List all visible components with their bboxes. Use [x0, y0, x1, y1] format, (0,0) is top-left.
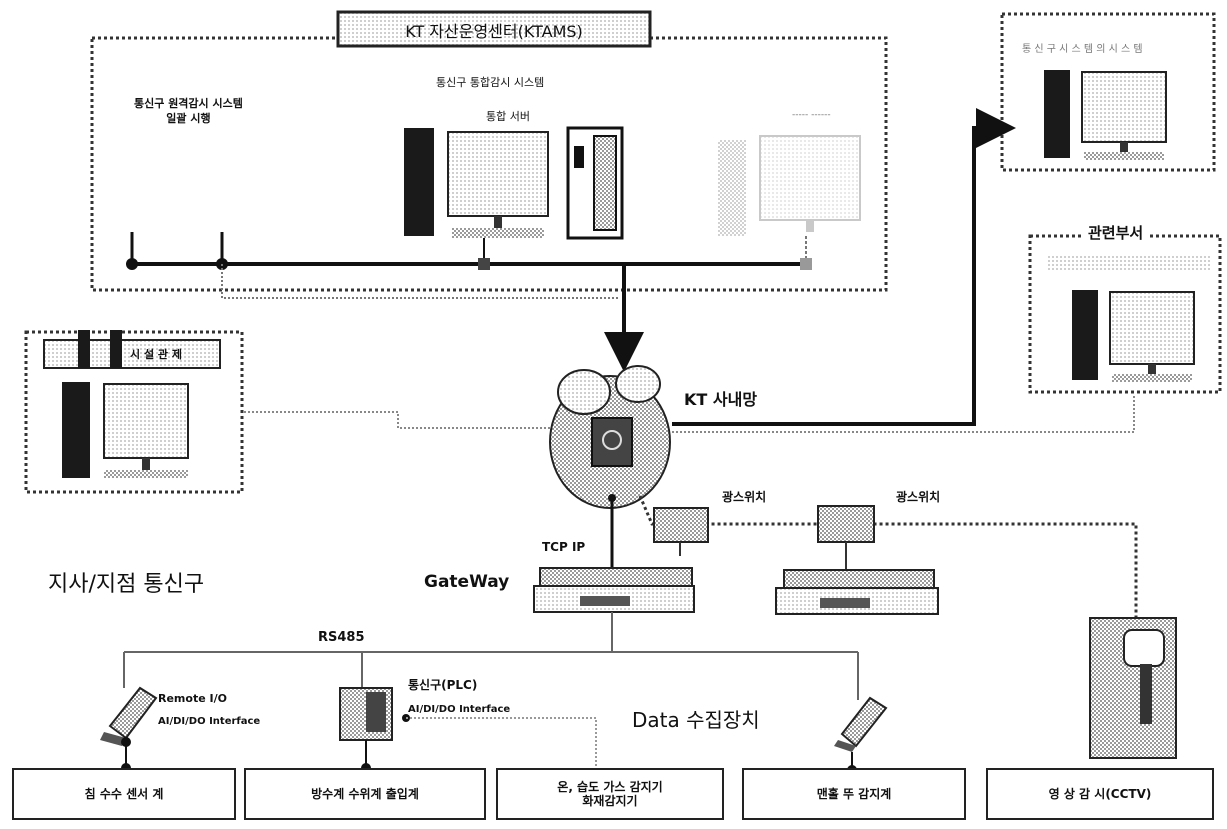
gateway-label: GateWay: [424, 572, 509, 592]
region-label: 지사/지점 통신구: [48, 566, 204, 598]
optical-switch-left: [654, 508, 708, 542]
tcp-label: TCP IP: [542, 540, 585, 554]
pc-icon-left-monitor: [62, 382, 188, 478]
top-group-title: KT 자산운영센터(KTAMS): [346, 18, 642, 42]
right-sub: ----- ------: [792, 110, 831, 120]
plc-title: 통신구(PLC): [408, 676, 477, 693]
gateway-device: [534, 568, 694, 612]
converter-left-label: 광스위치: [722, 488, 766, 505]
plc-controller: [340, 688, 392, 740]
sensor-box-3: 온, 습도 가스 감지기 화재감지기: [496, 768, 724, 820]
center-sub: 통합 서버: [486, 108, 530, 124]
remote-io-device: [100, 688, 156, 746]
remote-top-caption: 통 신 구 시 스 템 의 시 스 템: [1022, 40, 1143, 55]
pc-icon-remote-top: [1044, 70, 1166, 160]
data-collector-device: [834, 698, 886, 752]
dept-caption: 관련부서: [1082, 222, 1149, 243]
rs485-label: RS485: [318, 630, 365, 645]
network-cloud: [550, 366, 670, 508]
gateway-device-2: [776, 570, 938, 614]
left-caption: 통신구 원격감시 시스템 일괄 시행: [134, 96, 243, 127]
plc-sub: AI/DI/DO Interface: [408, 704, 510, 715]
sensor-box-5: 영 상 감 시(CCTV): [986, 768, 1214, 820]
sensor-box-4: 맨홀 뚜 감지계: [742, 768, 966, 820]
server-rack-icon: [568, 128, 622, 238]
sensor-box-2: 방수계 수위계 출입계: [244, 768, 486, 820]
pc-icon-top-right: [718, 136, 860, 236]
network-label: KT 사내망: [684, 386, 757, 410]
remote-io-title: Remote I/O: [158, 692, 227, 705]
cctv-camera: [1090, 618, 1176, 758]
optical-switch-right: [818, 506, 874, 542]
left-monitor-caption: 시 설 관 제: [130, 346, 182, 362]
pc-icon-dept: [1072, 290, 1194, 382]
collector-label: Data 수집장치: [632, 704, 760, 733]
center-caption: 통신구 통합감시 시스템: [436, 74, 544, 90]
converter-right-label: 광스위치: [896, 488, 940, 505]
sensor-box-1: 침 수수 센서 계: [12, 768, 236, 820]
pc-icon-top-left: [404, 128, 548, 238]
remote-io-sub: AI/DI/DO Interface: [158, 716, 260, 727]
